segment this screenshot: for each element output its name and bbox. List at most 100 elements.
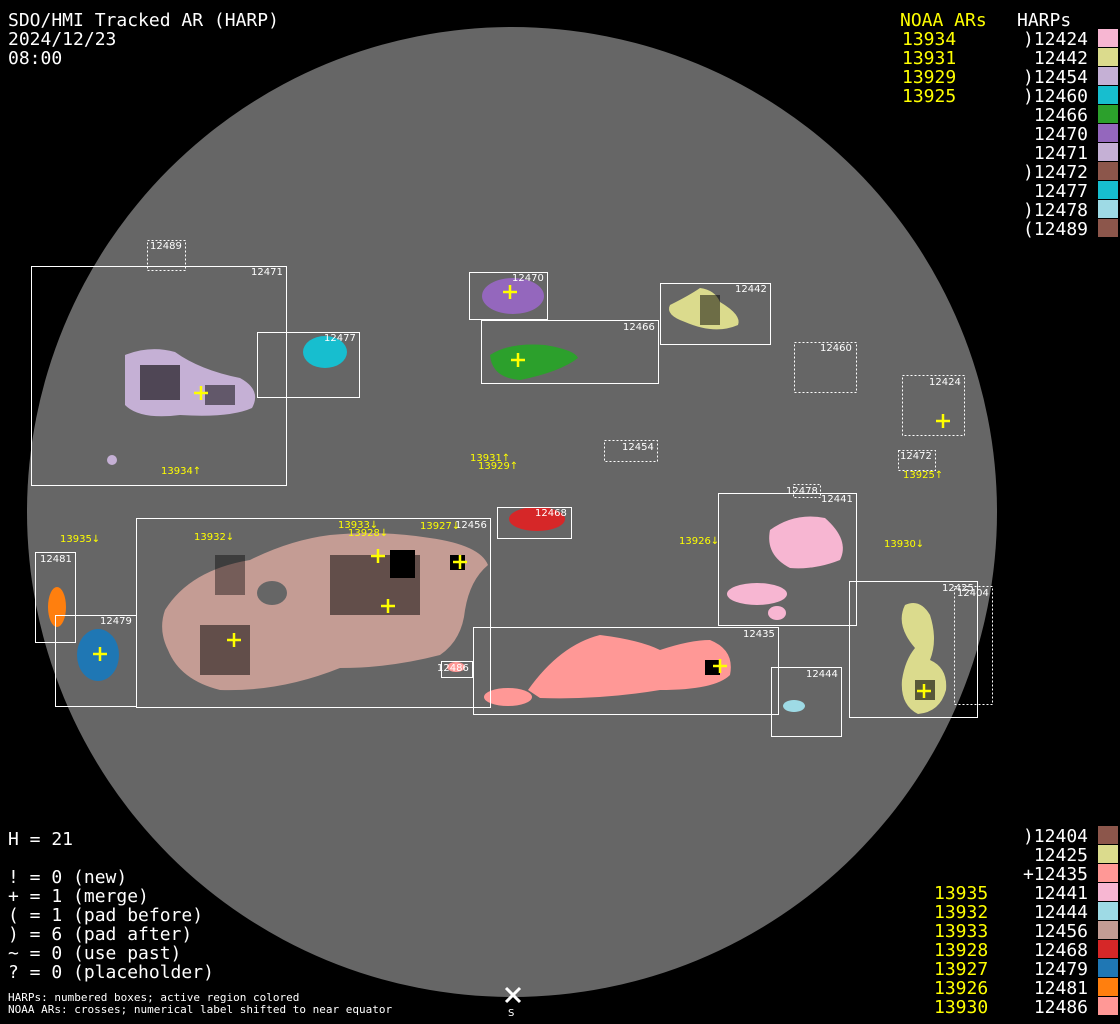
box-label: 12468 (535, 508, 567, 519)
harp-legend-item: 12477 (1033, 181, 1088, 202)
box-label: 12470 (512, 273, 544, 284)
box-12486 (441, 661, 473, 678)
region-12486 (447, 662, 465, 672)
box-label: 12486 (437, 663, 469, 674)
noaa-label: 13935↓ (60, 534, 100, 545)
box-12479 (55, 615, 137, 707)
noaa-label: 13926↓ (679, 536, 719, 547)
harp-legend-item: 12466 (1033, 105, 1088, 126)
harps-heading: HARPs (1017, 10, 1072, 31)
noaa-crosses (93, 285, 950, 698)
box-label: 12441 (821, 494, 853, 505)
region-12471-fragment (107, 455, 117, 465)
noaa-legend-item: 13925 (902, 86, 957, 107)
stat-line: + = 1 (merge) (8, 886, 149, 907)
noaa-cross-icon (381, 599, 395, 613)
box-label: 12442 (735, 284, 767, 295)
box-12471 (31, 266, 287, 486)
harp-color-swatch (1098, 143, 1118, 161)
harp-legend-item: )12454 (1022, 67, 1088, 88)
box-12444 (771, 667, 842, 737)
box-12404 (954, 586, 993, 705)
harp-legend-item: 12441 (1033, 883, 1088, 904)
box-label: 12425 (942, 583, 974, 594)
solar-disk (27, 27, 997, 997)
harp-color-swatch (1098, 29, 1118, 47)
box-12442 (660, 283, 771, 345)
harp-color-swatch (1098, 162, 1118, 180)
stat-line: ( = 1 (pad before) (8, 905, 204, 926)
region-12435 (528, 635, 731, 699)
noaa-cross-icon (917, 684, 931, 698)
noaa-legend-item: 13932 (934, 902, 989, 923)
harp-color-swatch (1098, 219, 1118, 237)
noaa-legend-item: 13926 (934, 978, 989, 999)
harp-legend-item: 12456 (1033, 921, 1088, 942)
harp-color-swatch (1098, 959, 1118, 977)
noaa-legend-item: 13934 (902, 29, 957, 50)
noaa-label: 13931↑ (470, 453, 510, 464)
box-12468 (497, 507, 572, 539)
harp-legend-item: )12424 (1022, 29, 1088, 50)
harp-legend-item: 12471 (1033, 143, 1088, 164)
harp-color-swatch (1098, 200, 1118, 218)
box-12441 (718, 493, 857, 626)
page-title: SDO/HMI Tracked AR (HARP) (8, 10, 279, 31)
region-12477 (303, 336, 347, 368)
box-12424 (902, 375, 965, 436)
harp-color-swatch (1098, 902, 1118, 920)
noaa-labels: 13934↑ 13931↑ 13929↑ 13925↑ 13935↓ 13932… (60, 453, 943, 550)
region-12481 (48, 587, 66, 627)
harp-color-swatch (1098, 883, 1118, 901)
footnote-harps: HARPs: numbered boxes; active region col… (8, 991, 300, 1004)
box-12435 (473, 627, 779, 715)
region-12468 (509, 507, 565, 531)
harp-legend-item: 12468 (1033, 940, 1088, 961)
south-label: S (508, 1008, 514, 1019)
box-12470 (469, 272, 548, 320)
noaa-cross-icon (936, 414, 950, 428)
box-label: 12466 (623, 322, 655, 333)
noaa-heading: NOAA ARs (900, 10, 987, 31)
footnote-noaa: NOAA ARs: crosses; numerical label shift… (8, 1003, 393, 1016)
harp-legend-item: 12444 (1033, 902, 1088, 923)
harp-color-swatch (1098, 48, 1118, 66)
harp-color-swatch (1098, 181, 1118, 199)
harp-legend-item: )12460 (1022, 86, 1088, 107)
noaa-label: 13932↓ (194, 532, 234, 543)
noaa-legend-item: 13928 (934, 940, 989, 961)
harp-color-swatch (1098, 67, 1118, 85)
south-pole-marker-icon (504, 986, 522, 1004)
harp-legend-item: 12470 (1033, 124, 1088, 145)
noaa-legend-item: 13929 (902, 67, 957, 88)
harp-box-labels: 12489 12471 12477 12470 12466 12442 1246… (40, 241, 989, 680)
box-label: 12478 (786, 486, 818, 497)
noaa-cross-icon (194, 386, 208, 400)
box-12489 (147, 240, 186, 271)
stat-line: ? = 0 (placeholder) (8, 962, 214, 983)
harp-legend-item: 12486 (1033, 997, 1088, 1018)
noaa-legend-item: 13927 (934, 959, 989, 980)
box-label: 12472 (900, 451, 932, 462)
noaa-legend-item: 13933 (934, 921, 989, 942)
region-12444 (783, 700, 805, 712)
harp-legend-item: (12489 (1022, 219, 1088, 240)
box-12477 (257, 332, 360, 398)
harp-legend-item: 12425 (1033, 845, 1088, 866)
harp-color-swatch (1098, 940, 1118, 958)
box-label: 12404 (957, 588, 989, 599)
harp-legend-item: )12404 (1022, 826, 1088, 847)
box-12472 (898, 450, 936, 471)
harp-color-swatch (1098, 864, 1118, 882)
harp-legend-item: 12481 (1033, 978, 1088, 999)
harp-legend-item: 12479 (1033, 959, 1088, 980)
box-label: 12435 (743, 629, 775, 640)
region-12470 (482, 278, 544, 314)
stat-line: ) = 6 (pad after) (8, 924, 193, 945)
harp-legend-item: )12472 (1022, 162, 1088, 183)
box-label: 12481 (40, 554, 72, 565)
noaa-cross-icon (371, 549, 385, 563)
harp-color-swatch (1098, 845, 1118, 863)
stat-line: ~ = 0 (use past) (8, 943, 182, 964)
